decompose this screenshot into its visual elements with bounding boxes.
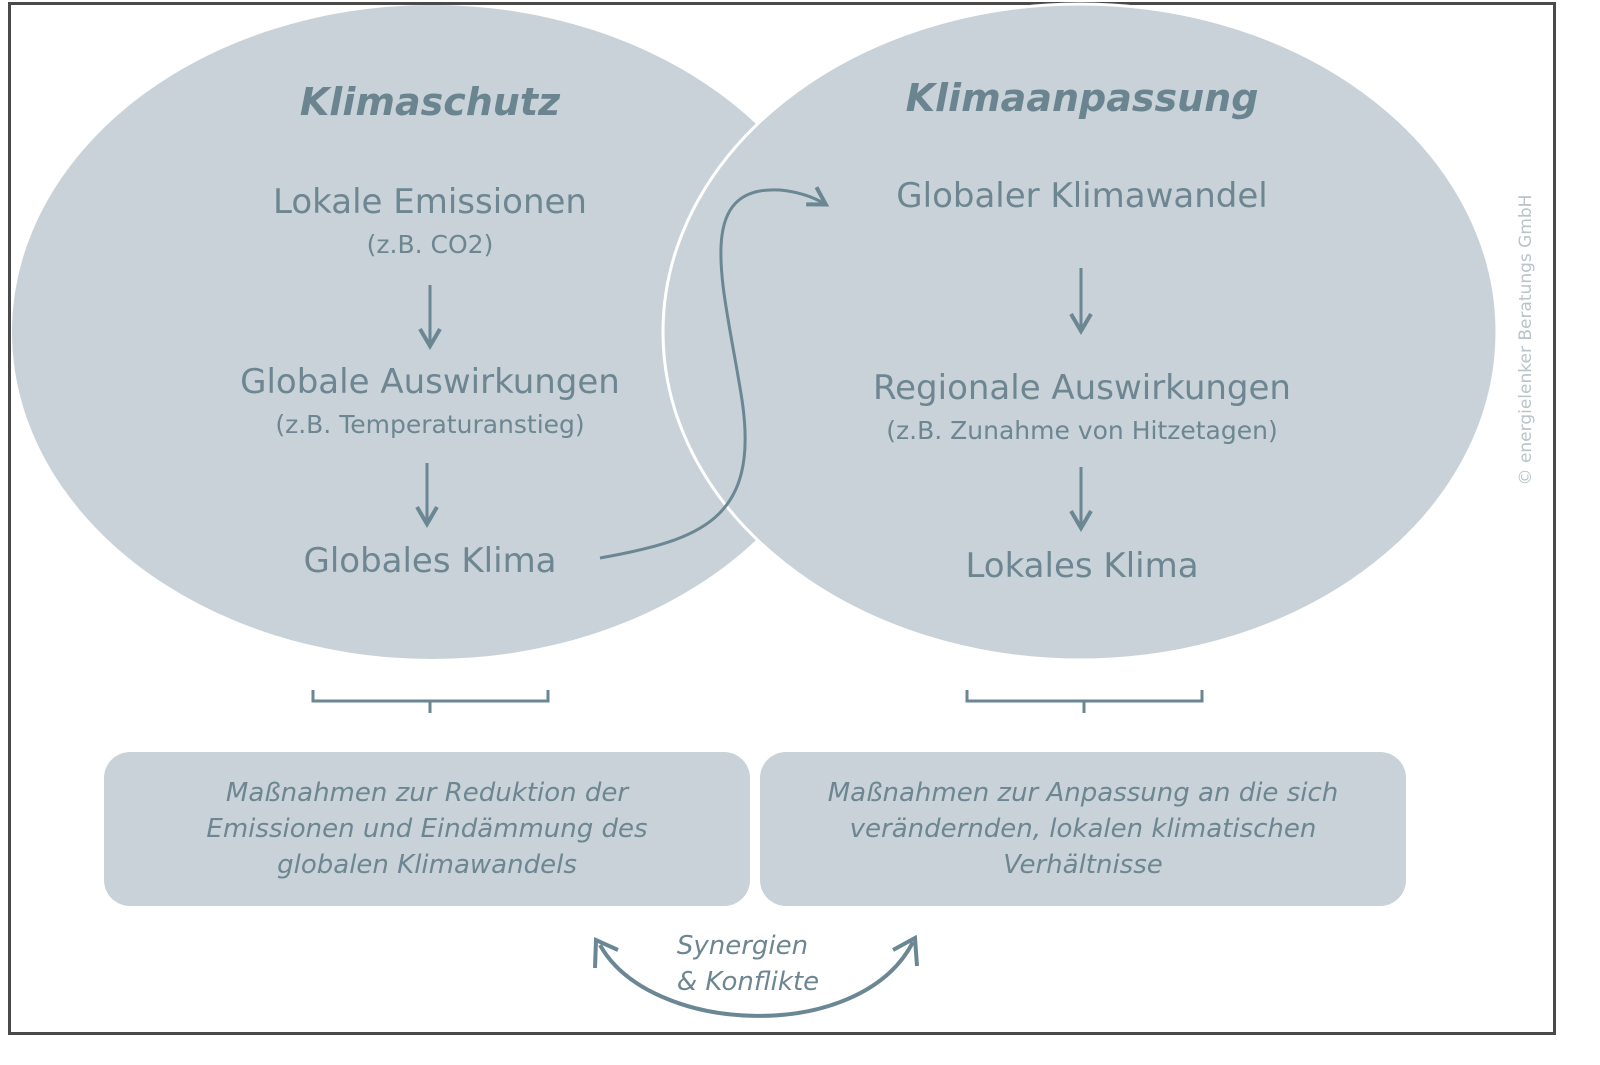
diagram-frame [8,2,1556,1035]
regionale-auswirkungen: Regionale Auswirkungen [873,368,1291,408]
klimaschutz-measures-text: Maßnahmen zur Reduktion der Emissionen u… [206,778,648,880]
synergies-label: Synergien & Konflikte [677,928,819,1000]
left-bracket [311,690,550,713]
lokale-emissionen-sub: (z.B. CO2) [366,230,494,259]
synergies-line1: Synergien [676,931,809,961]
synergy-arc-arrow [598,941,915,1018]
lokale-emissionen: Lokale Emissionen [273,182,587,222]
globale-auswirkungen-sub: (z.B. Temperaturanstieg) [275,410,585,439]
globaler-klimawandel: Globaler Klimawandel [896,176,1268,216]
right-bracket [965,690,1204,713]
synergies-line2: & Konflikte [676,967,820,997]
copyright-notice: © energielenker Beratungs GmbH [1516,194,1536,486]
arrowhead-left-icon [593,936,619,969]
globale-auswirkungen: Globale Auswirkungen [240,362,620,402]
klimaschutz-title: Klimaschutz [299,80,561,124]
klimaschutz-measures-box: Maßnahmen zur Reduktion der Emissionen u… [104,752,750,906]
regionale-auswirkungen-sub: (z.B. Zunahme von Hitzetagen) [886,416,1278,445]
s-curve-arrow [599,186,830,560]
klimaanpassung-measures-text: Maßnahmen zur Anpassung an die sich verä… [827,778,1339,880]
arrowhead-right-icon [892,934,919,967]
lokales-klima: Lokales Klima [965,546,1199,586]
klimaanpassung-measures-box: Maßnahmen zur Anpassung an die sich verä… [760,752,1406,906]
globales-klima: Globales Klima [303,541,557,581]
klimaanpassung-title: Klimaanpassung [905,76,1259,120]
